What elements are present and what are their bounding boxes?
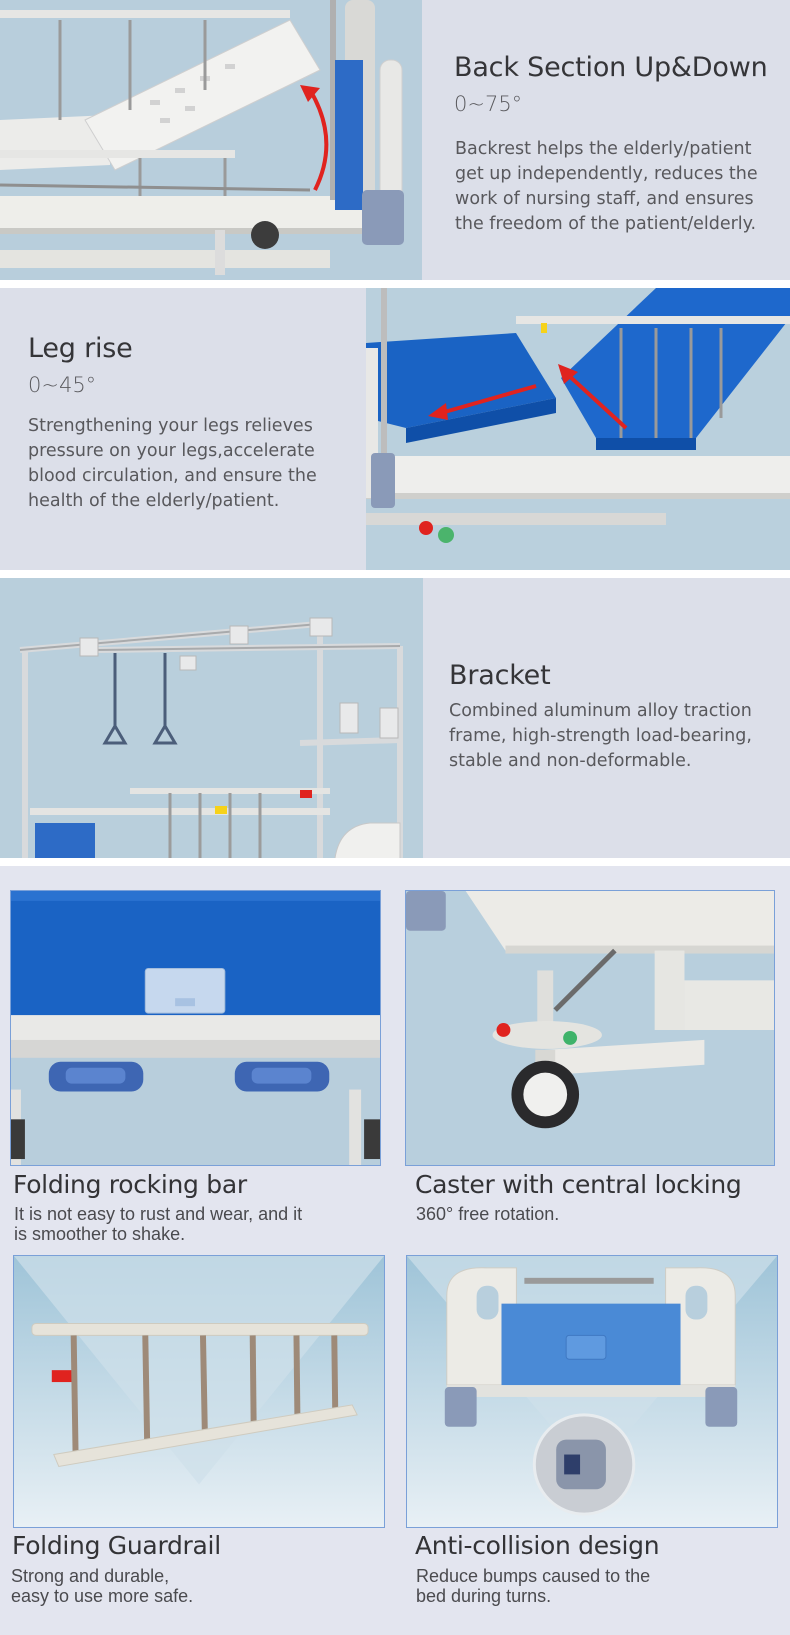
caster-title: Caster with central locking xyxy=(415,1170,742,1199)
bracket-photo xyxy=(0,578,423,858)
rocking-bar-description: It is not easy to rust and wear, and it … xyxy=(14,1204,303,1244)
backrest-photo xyxy=(0,0,422,280)
leg-rise-description: Strengthening your legs relieves pressur… xyxy=(28,416,317,511)
back-section-title: Back Section Up&Down xyxy=(454,52,768,83)
section-divider xyxy=(0,280,790,288)
anti-collision-photo xyxy=(406,1255,778,1528)
back-section-description: Backrest helps the elderly/patient get u… xyxy=(455,139,758,234)
caster-description: 360° free rotation. xyxy=(416,1204,560,1224)
guardrail-title: Folding Guardrail xyxy=(12,1531,221,1560)
guardrail-photo xyxy=(13,1255,385,1528)
anti-collision-title: Anti-collision design xyxy=(415,1531,660,1560)
feature-bracket: Bracket Combined aluminum alloy traction… xyxy=(0,578,790,858)
leg-rise-photo xyxy=(366,288,790,570)
leg-rise-range: 0~45° xyxy=(28,373,97,397)
back-section-range: 0~75° xyxy=(454,92,523,116)
section-divider xyxy=(0,570,790,578)
feature-back-section: Back Section Up&Down 0~75° Backrest help… xyxy=(0,0,790,280)
leg-rise-title: Leg rise xyxy=(28,333,133,364)
guardrail-description: Strong and durable, easy to use more saf… xyxy=(11,1566,194,1606)
rocking-bar-photo xyxy=(10,890,381,1166)
anti-collision-description: Reduce bumps caused to the bed during tu… xyxy=(416,1566,651,1606)
bracket-description: Combined aluminum alloy traction frame, … xyxy=(449,701,752,771)
section-divider xyxy=(0,858,790,866)
bracket-title: Bracket xyxy=(449,660,551,691)
rocking-bar-title: Folding rocking bar xyxy=(13,1170,247,1199)
feature-leg-rise: Leg rise 0~45° Strengthening your legs r… xyxy=(0,288,790,570)
caster-photo xyxy=(405,890,775,1166)
